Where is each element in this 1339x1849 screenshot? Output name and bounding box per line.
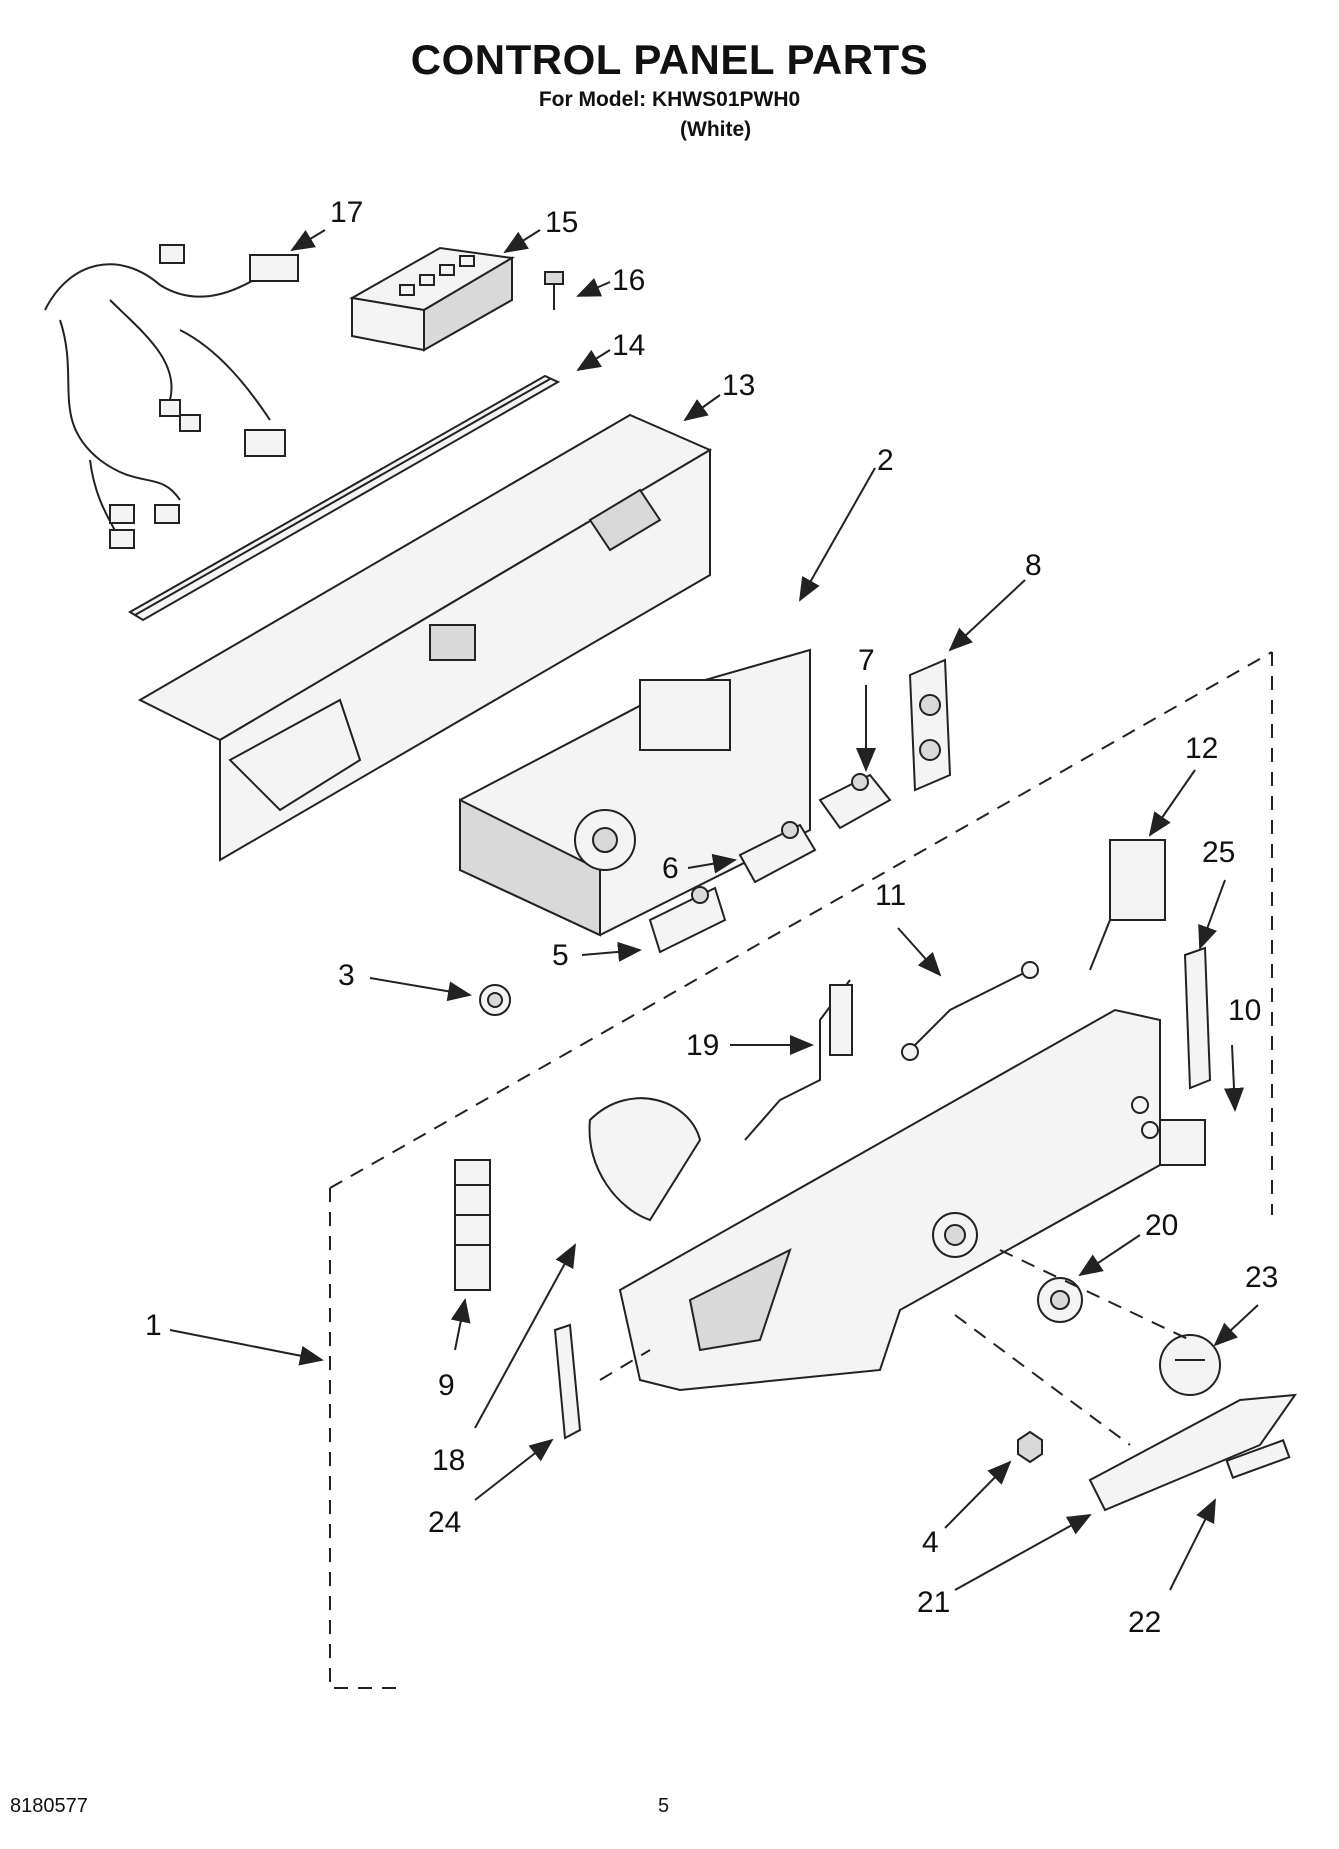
callout-11: 11 [875,879,906,912]
callout-13: 13 [722,369,755,402]
color-line: (White) [680,118,752,141]
nameplate [1225,1439,1291,1479]
callout-5: 5 [552,939,569,972]
callout-25: 25 [1202,836,1235,869]
callout-19: 19 [686,1029,719,1062]
selector-knob [1159,1334,1221,1396]
panel-housing [137,413,713,862]
callout-21: 21 [917,1586,950,1619]
callout-22: 22 [1128,1606,1161,1639]
alignment-line-trim [954,1314,1131,1446]
callout-10: 10 [1228,994,1261,1027]
callout-16: 16 [612,264,645,297]
light-pipe-19 [744,979,853,1141]
callout-20: 20 [1145,1209,1178,1242]
leader-arrows [169,229,1259,1591]
nut [1017,1430,1043,1464]
callout-12: 12 [1185,732,1218,765]
callout-8: 8 [1025,549,1042,582]
callout-24: 24 [428,1506,461,1539]
callout-18: 18 [432,1444,465,1477]
side-trim-strip [553,1323,582,1440]
dial-light-ring [588,1097,702,1222]
screw [544,271,564,310]
callout-15: 15 [545,206,578,239]
label-10 [1159,1119,1206,1166]
vertical-bracket [908,658,952,792]
document-number: 8180577 [10,1795,88,1817]
button-cluster-6 [738,821,817,884]
callout-9: 9 [438,1369,455,1402]
light-pipe-11 [901,961,1039,1061]
callout-3: 3 [338,959,355,992]
electronic-control-module [349,246,515,352]
callout-17: 17 [330,196,363,229]
console-assembly-boundary [329,651,1273,1689]
page-number: 5 [658,1795,670,1817]
button-cluster-7 [818,773,892,830]
page-title: CONTROL PANEL PARTS [410,36,929,83]
callout-23: 23 [1245,1261,1278,1294]
knob-insert [479,984,511,1016]
callout-6: 6 [662,852,679,885]
light-pipe-9 [454,1159,491,1291]
model-line: For Model: KHWS01PWH0 [538,88,801,111]
console-panel [618,1008,1161,1392]
callout-1: 1 [145,1309,162,1342]
callout-14: 14 [612,329,645,362]
button-cluster-5 [648,886,727,954]
insert-25 [1183,946,1212,1090]
dial-ring [1037,1277,1083,1323]
control-board-assembly [459,648,811,937]
bracket-strip [128,374,561,622]
alignment-line-strip [599,1349,651,1381]
callout-2: 2 [877,444,894,477]
wire-harness [44,244,299,549]
alignment-line-knob [999,1249,1191,1341]
light-pipe-12 [1089,839,1166,971]
callout-7: 7 [858,644,875,677]
trim-cap [1088,1393,1298,1512]
callout-4: 4 [922,1526,939,1559]
